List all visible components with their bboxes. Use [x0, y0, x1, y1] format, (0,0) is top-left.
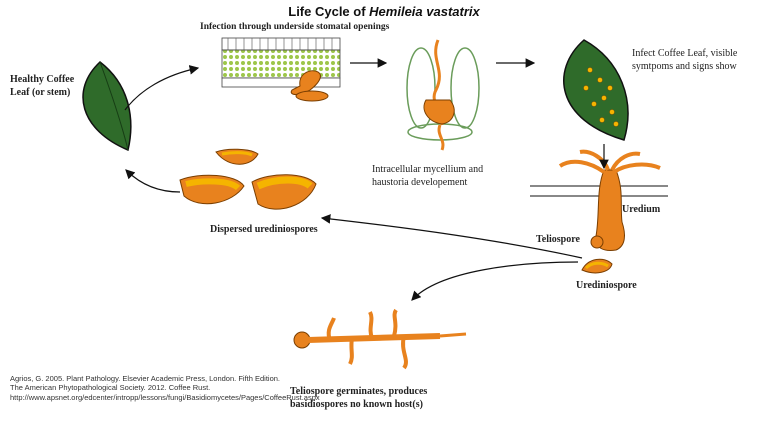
- leaf-cross-section-icon: [221, 37, 341, 102]
- cycle-arrows: [124, 58, 609, 301]
- label-uredium: Uredium: [622, 204, 661, 215]
- urediniospores-icon: [179, 148, 317, 210]
- germinating-teliospore-icon: [293, 308, 467, 370]
- label-germinates: Teliospore germinates, produces basidios…: [290, 386, 428, 410]
- label-dispersed: Dispersed urediniospores: [210, 224, 318, 235]
- infected-leaf-icon: [563, 39, 629, 141]
- label-infect-leaf: Infect Coffee Leaf, visible symtpoms and…: [632, 48, 738, 72]
- arrow-healthy-to-infection: [124, 65, 200, 111]
- references: Agrios, G. 2005. Plant Pathology. Elsevi…: [10, 374, 320, 402]
- label-urediniospore: Urediniospore: [576, 280, 637, 291]
- arrow-to-germination: [411, 261, 579, 301]
- diagram-title: Life Cycle of Hemileia vastatrix: [0, 4, 768, 19]
- reference-3: http://www.apsnet.org/edcenter/intropp/l…: [10, 392, 320, 402]
- haustoria-cell-icon: [406, 39, 480, 151]
- title-prefix: Life Cycle of: [288, 4, 370, 19]
- label-teliospore: Teliospore: [536, 234, 580, 245]
- arrow-uredium-to-spores: [320, 214, 583, 259]
- reference-1: Agrios, G. 2005. Plant Pathology. Elsevi…: [10, 374, 281, 383]
- title-species: Hemileia vastatrix: [369, 4, 480, 19]
- uredium-icon: [530, 149, 668, 274]
- reference-2: The American Phytopathological Society. …: [10, 383, 211, 393]
- label-infection: Infection through underside stomatal ope…: [200, 22, 390, 32]
- arrow-spores-to-healthy: [125, 169, 181, 193]
- label-intracellular: Intracellular mycellium and haustoria de…: [372, 164, 484, 188]
- label-healthy-leaf: Healthy Coffee Leaf (or stem): [10, 74, 75, 98]
- healthy-leaf-icon: [82, 61, 132, 152]
